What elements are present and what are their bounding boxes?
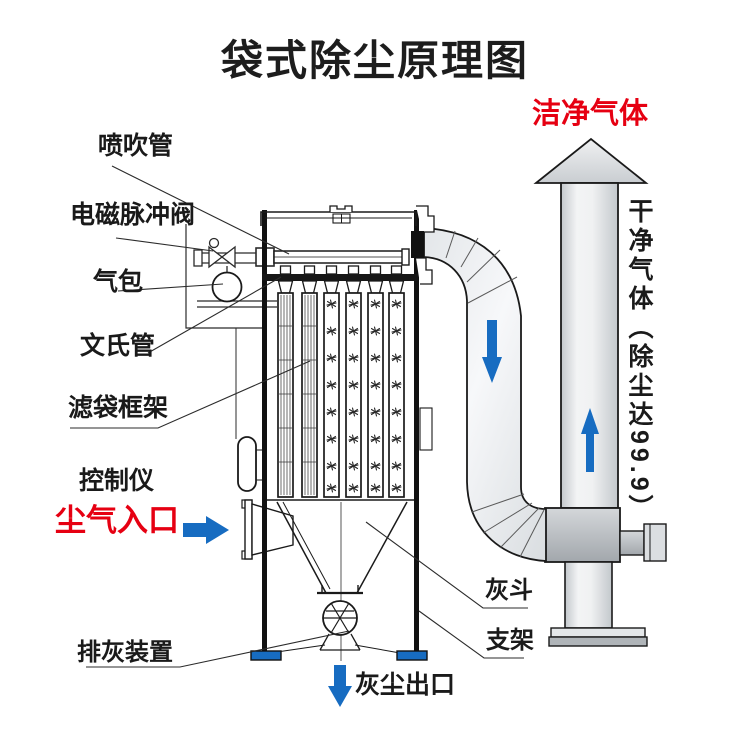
support-legs [250,210,428,661]
label-air-bag: 气包 [93,268,144,296]
label-controller: 控制仪 [79,467,155,495]
label-support-frame: 支架 [486,627,534,654]
label-pulse-valve: 电磁脉冲阀 [70,201,196,229]
leader-ash-hopper [365,521,528,609]
duct-down-arrow-icon [482,320,502,383]
cover-hatch [329,205,353,212]
outlet-duct [423,227,547,562]
flow-arrows [183,320,599,707]
leader-support [418,610,524,659]
pipe-end-cap [193,249,203,267]
top-cover [260,205,435,285]
label-dust-outlet: 灰尘出口 [355,671,456,699]
stack-up-arrow-icon [581,408,599,472]
label-ash-hopper: 灰斗 [485,577,533,604]
leader-pulse-valve [115,237,214,252]
leader-venturi [147,276,282,354]
label-dust-gas-inlet: 尘气入口 [55,503,179,538]
controller-capsule [237,436,257,492]
chimney-stack [533,137,667,647]
pulse-valve-right [220,245,236,269]
foot-pad-right [396,650,428,661]
filter-bags [262,265,433,498]
label-clean-gas-note: 干净气体（除尘达99.9） [625,198,653,524]
label-clean-gas: 洁净气体 [532,98,649,130]
controller-box [255,449,264,481]
air-bag-tank [211,271,243,303]
foot-pad-left [250,650,282,661]
tube-sheet [262,274,418,281]
chimney-base-plate [550,627,646,638]
fan-motor-box [643,523,667,562]
leader-air-bag [117,283,224,292]
bag-cage-lines [279,295,316,495]
pulse-valve-left [208,245,224,269]
leader-lines [70,165,528,668]
inlet-right-arrow-icon [183,516,229,544]
wall-bracket [419,407,433,451]
leader-bag-frame [70,360,311,429]
chimney-cap [533,137,649,184]
pulse-valve-knob [208,237,220,249]
chimney-pedestal [564,561,613,629]
label-ash-discharge: 排灰装置 [77,639,173,666]
inlet-duct [241,499,294,560]
chimney-base-foot [548,636,648,647]
ash-hopper [266,499,416,661]
dust-down-arrow-icon [328,665,352,707]
leader-ash-discharge [86,630,350,668]
fan-outlet-stub [619,530,645,556]
blow-pipe [273,248,410,266]
outlet-port [411,231,424,258]
page-title: 袋式除尘原理图 [220,37,529,84]
label-bag-frame: 滤袋框架 [68,394,169,422]
air-control-assembly [185,224,277,492]
fan-box [544,507,621,563]
leader-blow-pipe [111,165,290,255]
label-venturi: 文氏管 [80,332,156,360]
label-blow-pipe: 喷吹管 [98,132,174,160]
